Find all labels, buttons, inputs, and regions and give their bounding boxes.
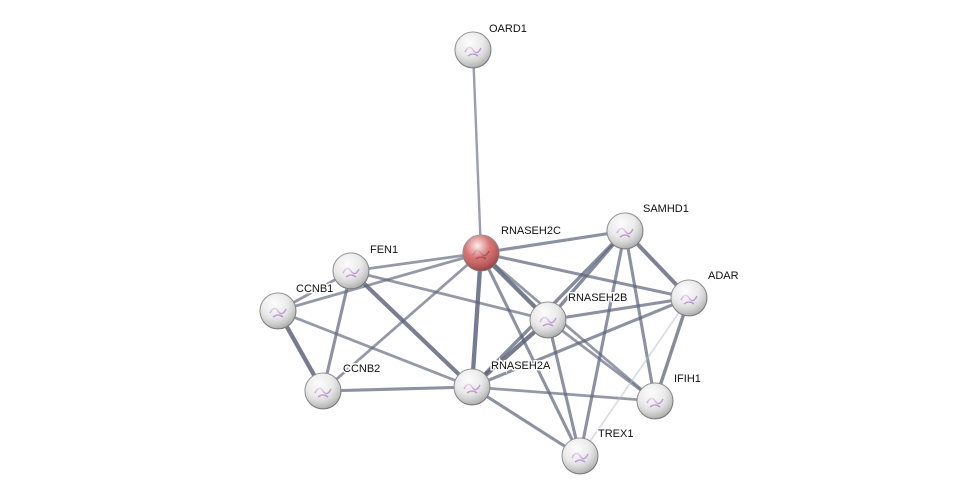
edge-rnaseh2c-ifih1[interactable]	[480, 251, 656, 403]
node-trex1[interactable]: TREX1	[561, 427, 635, 475]
node-gloss	[671, 280, 707, 316]
node-gloss	[260, 293, 296, 329]
node-label: RNASEH2B	[568, 292, 627, 304]
edge-rnaseh2a-trex1[interactable]	[471, 385, 581, 458]
node-label: IFIH1	[674, 373, 701, 385]
edge-ccnb2-rnaseh2a[interactable]	[322, 385, 473, 393]
node-gloss	[530, 302, 566, 338]
edge-fen1-ccnb2[interactable]	[321, 270, 353, 392]
node-gloss	[455, 32, 491, 68]
node-rnaseh2b[interactable]: RNASEH2B	[529, 291, 629, 339]
node-gloss	[637, 383, 673, 419]
node-fen1[interactable]: FEN1	[332, 243, 400, 290]
node-label: OARD1	[489, 23, 527, 35]
node-oard1[interactable]: OARD1	[454, 22, 528, 69]
edge-oard1-rnaseh2c[interactable]	[471, 49, 483, 254]
edge-rnaseh2c-ccnb1[interactable]	[277, 251, 482, 313]
node-rnaseh2c[interactable]: RNASEH2C	[462, 224, 562, 272]
node-label: ADAR	[708, 270, 739, 282]
node-label: RNASEH2C	[501, 225, 561, 237]
edges-layer	[276, 49, 691, 458]
node-label: CCNB2	[343, 363, 380, 375]
edge-adar-trex1[interactable]	[579, 297, 690, 457]
edge-rnaseh2c-samhd1[interactable]	[480, 229, 626, 255]
node-rnaseh2a[interactable]: RNASEH2A	[453, 359, 552, 406]
edge-rnaseh2b-samhd1[interactable]	[546, 229, 627, 322]
node-label: RNASEH2A	[491, 360, 551, 372]
node-label: CCNB1	[296, 283, 333, 295]
edge-rnaseh2a-ifih1[interactable]	[471, 385, 656, 403]
node-label: FEN1	[370, 244, 398, 256]
node-gloss	[333, 253, 369, 289]
node-gloss	[562, 438, 598, 474]
node-gloss	[463, 235, 499, 271]
edge-rnaseh2a-adar[interactable]	[471, 296, 690, 389]
edge-rnaseh2b-adar[interactable]	[547, 296, 690, 322]
edge-rnaseh2c-fen1[interactable]	[350, 251, 482, 273]
node-gloss	[305, 373, 341, 409]
node-ifih1[interactable]: IFIH1	[636, 372, 702, 420]
edge-ccnb1-rnaseh2a[interactable]	[277, 309, 473, 389]
edge-rnaseh2b-trex1[interactable]	[546, 319, 582, 457]
edge-rnaseh2c-trex1[interactable]	[479, 252, 582, 457]
node-gloss	[607, 213, 643, 249]
node-label: SAMHD1	[643, 203, 689, 215]
edge-samhd1-trex1[interactable]	[578, 230, 627, 457]
node-ccnb2[interactable]: CCNB2	[304, 362, 382, 410]
edge-samhd1-ifih1[interactable]	[623, 230, 657, 402]
node-adar[interactable]: ADAR	[670, 269, 740, 317]
node-ccnb1[interactable]: CCNB1	[259, 282, 335, 330]
node-gloss	[454, 369, 490, 405]
edge-fen1-rnaseh2a[interactable]	[349, 269, 474, 389]
edge-rnaseh2c-rnaseh2a[interactable]	[469, 252, 484, 388]
edge-rnaseh2b-ifih1[interactable]	[547, 318, 656, 403]
node-samhd1[interactable]: SAMHD1	[606, 202, 690, 250]
edge-fen1-rnaseh2b[interactable]	[350, 269, 549, 322]
node-label: TREX1	[598, 428, 633, 440]
